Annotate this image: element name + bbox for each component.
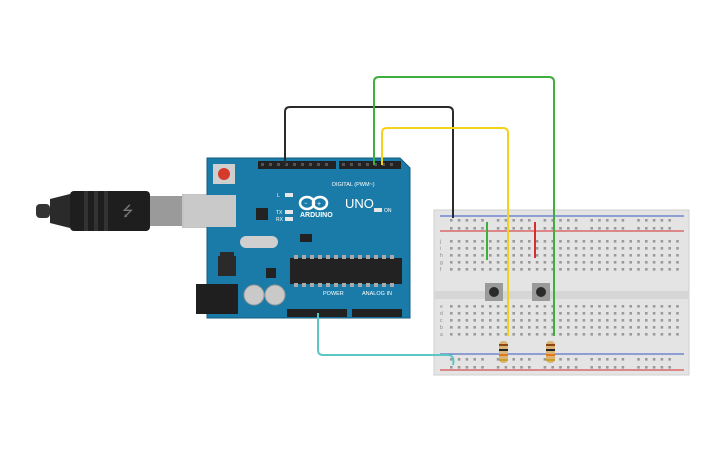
model-label: UNO xyxy=(345,196,374,211)
digital-header-label: DIGITAL (PWM~) xyxy=(332,182,375,188)
arduino-logo-icon: − + xyxy=(298,195,329,211)
arduino-uno-board[interactable]: L TX RX ON − + ARDUINO UNO DIGITAL (PWM~… xyxy=(184,157,411,319)
svg-text:+: + xyxy=(317,201,321,208)
rx-label: RX xyxy=(276,217,284,223)
usb-socket xyxy=(184,195,236,227)
voltage-regulator xyxy=(218,256,236,276)
crystal xyxy=(240,236,278,248)
row-letter: e xyxy=(440,304,443,310)
usb-chip xyxy=(256,208,268,220)
resistor-1[interactable] xyxy=(499,341,508,363)
svg-text:−: − xyxy=(304,201,308,207)
power-jack xyxy=(196,284,238,314)
wires[interactable] xyxy=(284,76,555,366)
row-letter: d xyxy=(440,311,443,317)
on-label: ON xyxy=(384,208,392,214)
row-letter: g xyxy=(440,260,443,266)
breadboard-holes[interactable] xyxy=(450,219,679,369)
pushbutton-1[interactable] xyxy=(485,283,503,301)
led-tx xyxy=(285,210,293,214)
usb-icon: ⭍ xyxy=(122,203,134,219)
capacitor xyxy=(243,284,265,306)
led-on xyxy=(374,208,382,212)
atmega-chip xyxy=(290,255,402,287)
analog-header-label: ANALOG IN xyxy=(362,291,392,297)
power-header-label: POWER xyxy=(323,291,344,297)
row-letter: c xyxy=(440,318,443,324)
row-letter: b xyxy=(440,325,443,331)
digital-pin-header[interactable] xyxy=(258,161,401,169)
teal-wire[interactable] xyxy=(317,313,455,366)
row-letter: i xyxy=(440,246,441,252)
resistor-2[interactable] xyxy=(546,341,555,363)
brand-label: ARDUINO xyxy=(300,212,333,219)
row-letter: j xyxy=(439,239,441,245)
analog-pin-header[interactable] xyxy=(352,309,402,317)
pushbutton-2[interactable] xyxy=(532,283,550,301)
led-l xyxy=(285,193,293,197)
row-letter: h xyxy=(440,253,443,259)
green-wire[interactable] xyxy=(373,76,555,336)
l-label: L xyxy=(277,193,280,199)
black-wire[interactable] xyxy=(284,106,454,218)
capacitor xyxy=(264,284,286,306)
row-letter: a xyxy=(440,332,443,338)
tx-label: TX xyxy=(276,210,283,216)
row-letter: f xyxy=(440,267,442,273)
yellow-wire[interactable] xyxy=(381,127,509,336)
led-rx xyxy=(285,217,293,221)
